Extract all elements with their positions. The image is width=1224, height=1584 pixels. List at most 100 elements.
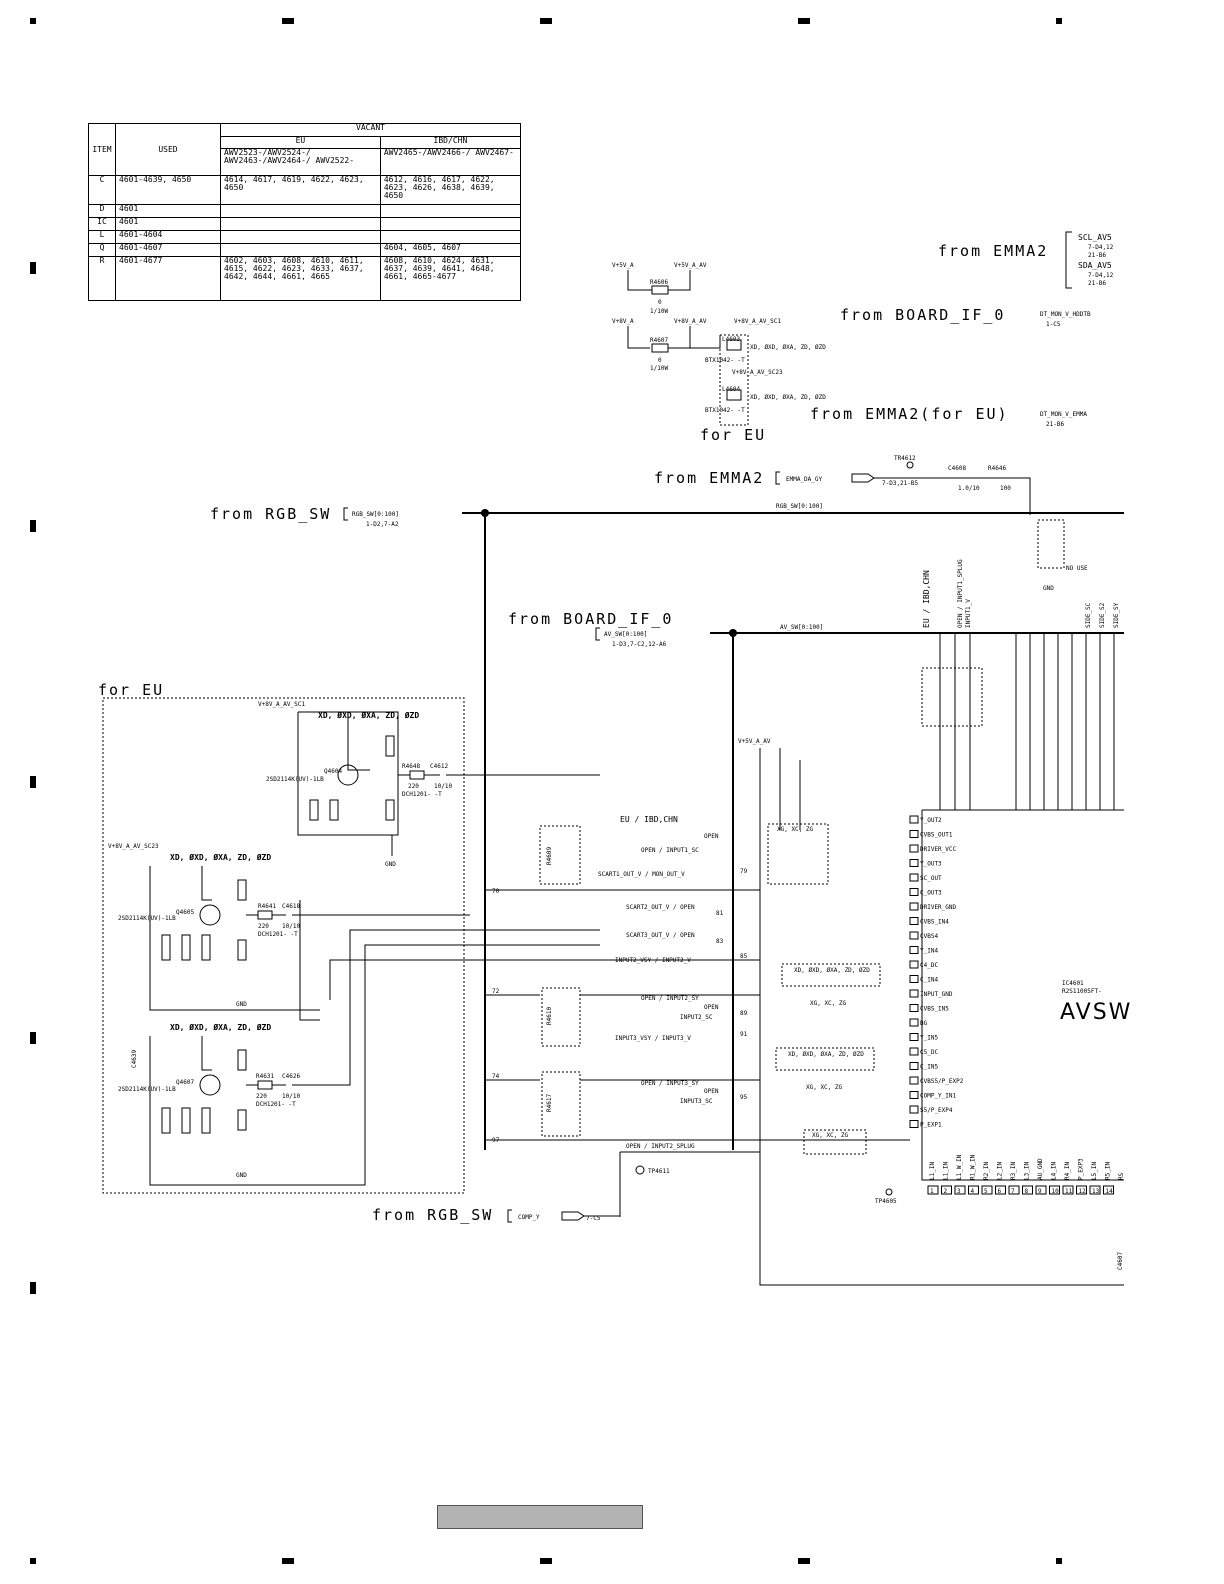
dch-2: DCH1201- -T xyxy=(258,931,298,938)
c4639-label: C4639 xyxy=(131,1050,138,1068)
from-board-if-label: from BOARD_IF_0 xyxy=(508,610,673,628)
ic-bottom-pin-label: R2_IN xyxy=(983,1162,990,1180)
xg-codes-2: XG, XC, ZG xyxy=(812,1132,849,1139)
open-label-2: OPEN xyxy=(704,1004,719,1011)
av-sw-bus-label: AV_SW[0:100] xyxy=(604,631,647,638)
from-rgb-sw-comp-label: from RGB_SW xyxy=(372,1206,493,1224)
ic-pin-label: Y_IN5 xyxy=(920,1035,938,1042)
table-row: C 4601-4639, 4650 4614, 4617, 4619, 4622… xyxy=(88,175,522,205)
ic-pin-label: DRIVER_GND xyxy=(920,904,957,911)
gnd-1: GND xyxy=(385,861,396,868)
table-header-item: ITEM xyxy=(88,123,116,176)
ic-pin-label: COMP_Y_IN1 xyxy=(920,1093,957,1100)
table-row: R 4601-4677 4602, 4603, 4608, 4610, 4611… xyxy=(88,256,522,301)
v8-sc23-label: V+8V_A_AV_SC23 xyxy=(732,369,783,376)
parts-usage-table: ITEM USED VACANT EU IBD/CHN AWV2523-/AWV… xyxy=(88,123,522,301)
r4606-watt: 1/10W xyxy=(650,308,668,315)
ic-pin-box xyxy=(909,946,919,954)
ic-pin-box xyxy=(909,989,919,998)
ic-label: IC4601 xyxy=(1062,980,1084,987)
ic-pin-box xyxy=(909,1076,919,1085)
ic-pin-box xyxy=(909,1018,919,1027)
ic-bottom-pin-box xyxy=(981,1185,993,1195)
from-emma2-eu-label: from EMMA2(for EU) xyxy=(810,405,1009,423)
v8a-av-label: V+8V_A_AV xyxy=(674,318,707,325)
open-input1-sc-label: OPEN / INPUT1_SC xyxy=(641,847,699,854)
net-95: 95 xyxy=(740,1094,748,1101)
r4606-value: 0 xyxy=(658,299,662,306)
ic-pin-box xyxy=(909,815,919,824)
r4606-label: R4606 xyxy=(650,279,668,286)
input2-sc-label: INPUT2_SC xyxy=(680,1014,713,1021)
ic-pin-box xyxy=(909,1105,919,1114)
btx-1: BTX1042- -T xyxy=(705,357,745,364)
l4603-label: L4603 xyxy=(722,336,740,343)
xd-codes-5: XD, ØXD, ØXA, ZD, ØZD xyxy=(170,1022,271,1032)
table-cell: R xyxy=(88,256,116,301)
r4607-value: 0 xyxy=(658,357,662,364)
ic-bottom-pin-number: 3 xyxy=(957,1188,961,1195)
ic-bottom-pin-box xyxy=(1062,1185,1074,1195)
ic-bottom-pin-box xyxy=(1049,1185,1060,1195)
open-input1-splug-label: OPEN / INPUT1_SPLUG xyxy=(957,559,964,628)
net-85: 85 xyxy=(740,953,748,960)
c4612-value: 10/10 xyxy=(434,783,452,790)
ic-pin-label: C_IN4 xyxy=(920,977,938,984)
ic-pin-box xyxy=(909,931,919,940)
ic-pin-box xyxy=(909,917,919,925)
scl-label: SCL_AV5 xyxy=(1078,233,1112,242)
ic-bottom-pin-label: R4_IN xyxy=(1064,1162,1071,1180)
net-91: 91 xyxy=(740,1031,748,1038)
q4607-part: 2SD2114K(UV)-1LB xyxy=(118,1086,176,1093)
net-97: 97 xyxy=(492,1137,500,1144)
btx-2: BTX1042- -T xyxy=(705,407,745,414)
xd-codes-3: XD, ØXD, ØXA, ZD, ØZD xyxy=(318,710,419,720)
ic-bottom-pin-label: L3_IN xyxy=(1024,1162,1031,1180)
ic-bottom-pin-number: 13 xyxy=(1092,1188,1100,1195)
r4607-watt: 1/10W xyxy=(650,365,668,372)
ic-bottom-pin-box xyxy=(968,1185,979,1195)
ic-bottom-pin-label: R1_W_IN xyxy=(970,1154,977,1180)
ic-bottom-pin-number: 1 xyxy=(930,1188,934,1195)
open-input3-sy-label: OPEN / INPUT3_SY xyxy=(641,1080,699,1087)
rgb-sw-bus-label-2: RGB_SW[0:100] xyxy=(776,503,823,510)
ic-pin-label: DRIVER_VCC xyxy=(920,846,957,853)
q4607-label: Q4607 xyxy=(176,1079,194,1086)
side-s2-label: SIDE_S2 xyxy=(1099,602,1106,628)
ic-pin-box xyxy=(909,844,919,853)
ic-pin-box xyxy=(909,1004,919,1012)
ic-pin-label: SC_OUT xyxy=(920,875,942,882)
net-79: 79 xyxy=(740,868,748,875)
ic-pin-label: P_EXP1 xyxy=(920,1122,942,1129)
av-sw-bus-label-2: AV_SW[0:100] xyxy=(780,624,823,631)
ic-pin-label: C4_DC xyxy=(920,962,938,969)
q4604-label: Q4604 xyxy=(324,768,342,775)
ic-bottom-pin-label: L1_IN xyxy=(943,1162,950,1180)
xd-codes-1: XD, ØXD, ØXA, ZD, ØZD xyxy=(750,344,826,351)
comp-y-label: COMP_Y xyxy=(518,1214,540,1221)
ic-bottom-pin-label: RS xyxy=(1118,1172,1125,1180)
side-sy-label: SIDE_SY xyxy=(1113,602,1120,628)
v8-sc1-label: V+8V_A_AV_SC1 xyxy=(734,318,781,325)
l4604-label: L4604 xyxy=(722,386,740,393)
tp4611-label: TP4611 xyxy=(648,1168,670,1175)
ic-bottom-pin-number: 14 xyxy=(1106,1188,1114,1195)
ic-pin-box xyxy=(909,1062,919,1070)
c4612-label: C4612 xyxy=(430,763,448,770)
net-81: 81 xyxy=(716,910,724,917)
ic-pin-label: Y_OUT2 xyxy=(920,817,942,824)
emma-ref: 7-D3,21-B5 xyxy=(882,480,919,487)
r4607-label: R4607 xyxy=(650,337,668,344)
scl-ref: 7-D4,12 xyxy=(1088,244,1114,251)
gnd-3: GND xyxy=(236,1172,247,1179)
rgb-sw-ref: 1-D2,7-A2 xyxy=(366,521,399,528)
ic-pin-list: Y_OUT2CVBS_OUT1DRIVER_VCCY_OUT3SC_OUTC_O… xyxy=(909,815,964,1129)
ic-pin-label: Y_IN4 xyxy=(920,948,938,955)
ic-pin-label: BG xyxy=(920,1020,928,1027)
sda-ref2: 21-B6 xyxy=(1088,280,1106,287)
ic-pin-label: CVBS5/P_EXP2 xyxy=(920,1078,964,1085)
r4646-label: R4646 xyxy=(988,465,1006,472)
table-cell: 4601-4677 xyxy=(115,256,221,301)
dt-mon-emma-label: DT_MON_V_EMMA xyxy=(1040,411,1087,418)
